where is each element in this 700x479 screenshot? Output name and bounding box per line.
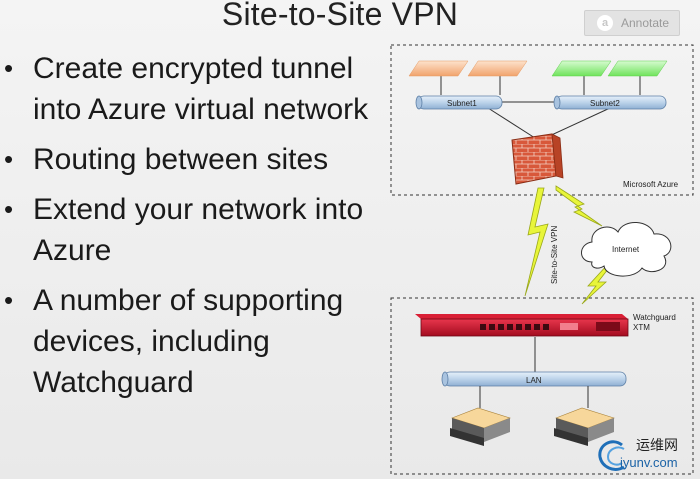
host-orange-2 <box>467 60 528 77</box>
bullet-dot: • <box>4 144 14 174</box>
annotate-button-label: Annotate <box>621 16 670 30</box>
bullet-list: • Create encrypted tunnel into Azure virt… <box>4 48 384 412</box>
firewall <box>511 133 564 185</box>
internet-bolt-upper <box>555 185 603 227</box>
watermark-logo-icon <box>598 440 625 471</box>
bullet-text: A number of supporting devices, includin… <box>33 284 344 399</box>
lan-bar: LAN <box>441 371 627 387</box>
bullet-dot: • <box>4 194 14 224</box>
bullet-text: Create encrypted tunnel into Azure virtu… <box>33 52 369 126</box>
vpn-label: Site-to-Site VPN <box>550 226 559 284</box>
bullet-item: • Create encrypted tunnel into Azure virt… <box>4 48 384 130</box>
host-green-2 <box>607 60 668 77</box>
subnet1-label: Subnet1 <box>447 99 477 108</box>
subnet1-bar: Subnet1 <box>415 95 503 110</box>
lan-label: LAN <box>526 376 542 385</box>
subnet2-label: Subnet2 <box>590 99 620 108</box>
host-orange-1 <box>408 60 469 77</box>
annotate-button[interactable]: a Annotate <box>584 10 680 36</box>
watermark: 运维网 iyunv.com <box>594 435 698 477</box>
vpn-bolt <box>524 187 549 297</box>
subnet2-bar: Subnet2 <box>553 95 667 110</box>
bullet-dot: • <box>4 285 14 315</box>
host-green-1 <box>551 60 612 77</box>
bullet-dot: • <box>4 53 14 83</box>
internet-label: Internet <box>612 245 640 254</box>
bullet-text: Extend your network into Azure <box>33 193 364 267</box>
watermark-cn-text: 运维网 <box>636 438 678 454</box>
server-2 <box>554 407 615 446</box>
watchguard-device <box>415 314 629 337</box>
bullet-item: • Routing between sites <box>4 139 384 180</box>
internet-cloud: Internet <box>581 222 672 277</box>
slide-title: Site-to-Site VPN <box>221 0 459 32</box>
device-label-line1: Watchguard <box>633 313 676 322</box>
annotate-icon: a <box>597 15 613 31</box>
bullet-text: Routing between sites <box>33 143 329 176</box>
onprem-region <box>390 297 694 475</box>
bullet-item: • Extend your network into Azure <box>4 189 384 271</box>
server-1 <box>450 407 511 446</box>
node-links <box>440 76 641 139</box>
device-label-line2: XTM <box>633 323 650 332</box>
azure-label: Microsoft Azure <box>623 180 679 189</box>
bullet-item: • A number of supporting devices, includi… <box>4 280 384 403</box>
watermark-en-text: iyunv.com <box>620 455 678 470</box>
